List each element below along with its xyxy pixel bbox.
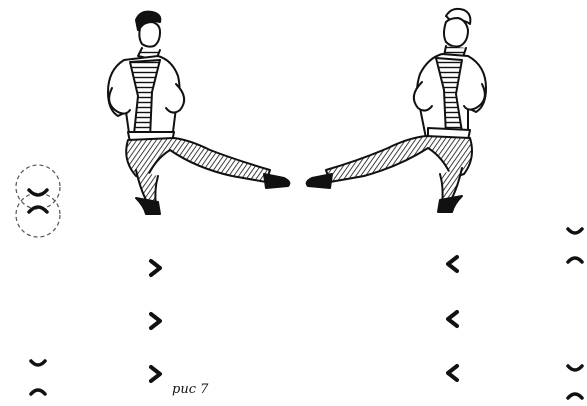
left-dancer-boot-kick [264,174,289,188]
right-dancer [307,9,486,212]
chevron-left-icon [448,366,457,380]
left-chevron-column [151,261,160,381]
right-dancer-boot-kick [307,174,332,188]
right-edge-position-mark-bottom [568,366,582,398]
figure-caption: рис 7 [172,382,208,397]
right-chevron-column [448,257,457,380]
bottom-left-position-mark [31,361,45,394]
left-dancer-face [139,22,160,47]
chevron-right-icon [151,314,160,328]
left-dancer [108,12,289,214]
chevron-right-icon [151,261,160,275]
chevron-right-icon [151,367,160,381]
left-dancer-position-mark [16,165,60,237]
chevron-left-icon [448,257,457,271]
chevron-left-icon [448,312,457,326]
right-edge-position-mark-top [568,229,582,262]
right-dancer-face [444,18,468,47]
